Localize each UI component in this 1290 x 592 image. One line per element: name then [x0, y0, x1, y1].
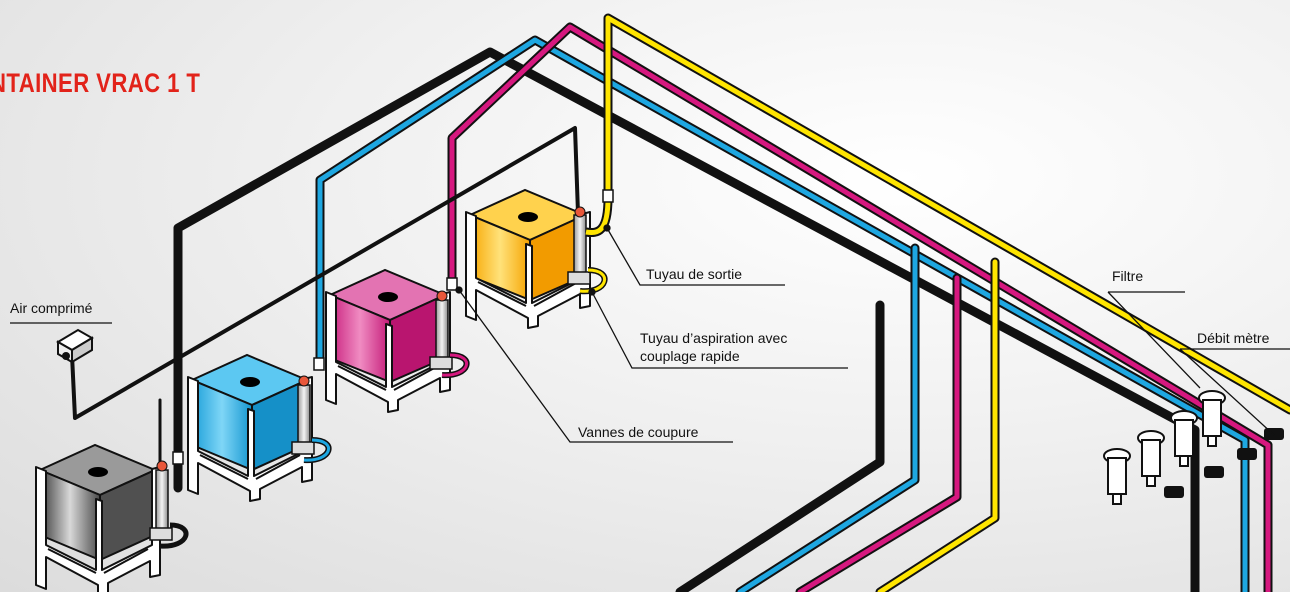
filters	[1103, 390, 1226, 505]
shutoff-valves	[172, 189, 614, 465]
container-yellow	[465, 188, 591, 329]
pump-black	[149, 460, 189, 549]
air-label: Air comprimé	[10, 300, 93, 316]
pump-yellow	[567, 197, 613, 295]
suction-label-line1: Tuyau d’aspiration avec	[640, 330, 788, 346]
container-black	[35, 443, 161, 592]
pump-magenta	[429, 290, 470, 379]
pump-cyan	[291, 375, 332, 464]
compressed-air-pipe	[70, 126, 582, 472]
magenta-ink-pipe	[447, 22, 1273, 592]
callout-lines	[10, 224, 1290, 443]
flowmeter-label: Débit mètre	[1197, 330, 1270, 346]
suction-label-line2: couplage rapide	[640, 348, 740, 364]
pipes	[70, 13, 1290, 592]
cyan-ink-pipe	[315, 35, 1250, 592]
diagram-title: NTAINER VRAC 1 T	[0, 68, 201, 98]
yellow-ink-pipe	[603, 13, 1290, 592]
air-regulator-icon	[56, 328, 94, 364]
filter-label: Filtre	[1112, 268, 1144, 284]
black-ink-pipe	[173, 47, 1200, 592]
container-cyan	[187, 353, 313, 502]
outlet-label: Tuyau de sortie	[646, 266, 742, 282]
valves-label: Vannes de coupure	[578, 424, 699, 440]
container-magenta	[325, 268, 451, 413]
